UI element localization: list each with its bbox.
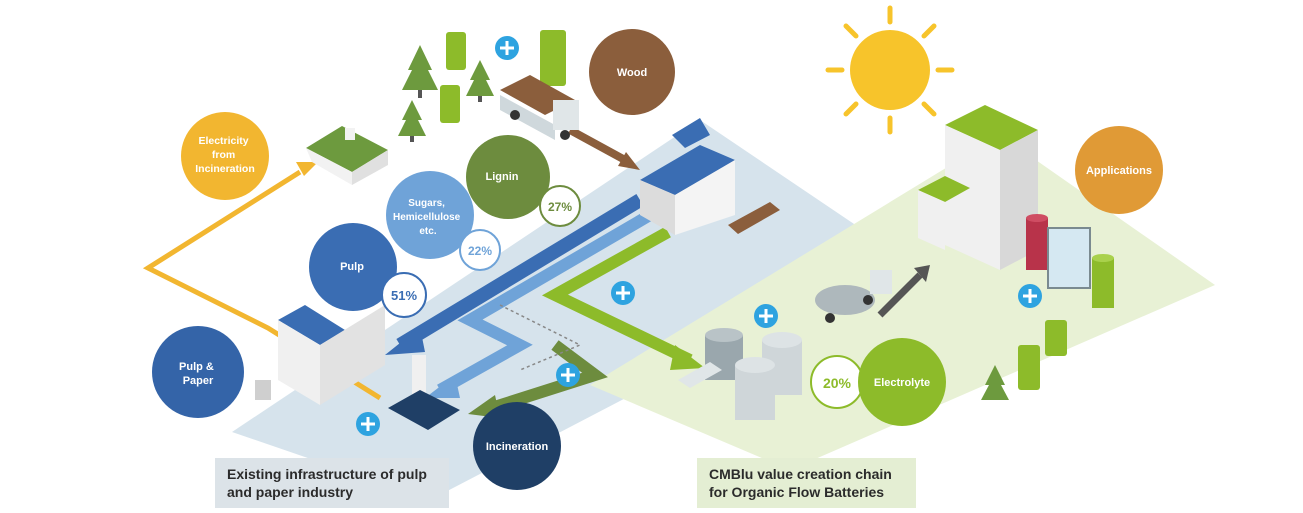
svg-text:Electricity from I: Electricity from Incineration [195, 135, 255, 175]
lignin-flow-arrow [541, 226, 693, 366]
truck-icon [500, 75, 579, 140]
electrolyte-label: Electrolyte [874, 377, 930, 389]
electricity-arrowhead [296, 162, 318, 176]
electricity-label-1: Electricity [198, 135, 248, 147]
pulp-arrowhead [385, 327, 425, 355]
tree-icon [398, 30, 1067, 400]
electricity-label-2: from [212, 149, 235, 161]
applications-node: Applications [1075, 126, 1163, 214]
svg-text:Pulp & Paper: Pulp & Paper [179, 361, 217, 387]
cmblu-caption-line-2: for Organic Flow Batteries [709, 484, 885, 500]
factory-icon [640, 118, 735, 235]
lignin-arrowhead [670, 345, 705, 370]
incineration-label: Incineration [486, 441, 549, 453]
plus-icon [1018, 284, 1042, 308]
plus-icon [495, 36, 519, 60]
pulp-paper-node: Pulp & Paper [152, 326, 244, 418]
electrolyte-percentage: 20% [823, 375, 852, 391]
lignin-label: Lignin [486, 171, 519, 183]
existing-infrastructure-line-2: and paper industry [227, 484, 354, 500]
tanker-truck-icon [815, 270, 892, 323]
lignin-node: Lignin 27% [466, 135, 581, 227]
existing-infrastructure-caption: Existing infrastructure of pulp and pape… [215, 458, 449, 508]
sugars-percentage: 22% [468, 244, 492, 258]
pulp-flow-arrow [396, 194, 644, 351]
existing-infrastructure-line-1: Existing infrastructure of pulp [227, 466, 427, 482]
truck-arrowhead [914, 265, 930, 282]
wood-node: Wood [589, 29, 675, 115]
electrolyte-node: 20% Electrolyte [810, 338, 946, 426]
log-pile-icon [728, 202, 780, 234]
wood-flow-arrow [568, 126, 627, 164]
plus-icon [754, 304, 778, 328]
sugars-arrowhead [425, 375, 460, 398]
cmblu-caption-line-1: CMBlu value creation chain [709, 466, 892, 482]
svg-text:Sugars, Hemicellulose: Sugars, Hemicellulose etc. [393, 198, 463, 237]
sugars-label-3: etc. [419, 226, 436, 237]
sugars-label-2: Hemicellulose [393, 212, 461, 223]
pulp-paper-label-2: Paper [183, 375, 214, 387]
dashed-path [499, 304, 582, 371]
battery-icon [1026, 214, 1114, 308]
electricity-label-3: Incineration [195, 163, 255, 175]
office-building-icon [918, 105, 1038, 270]
sugars-flow-arrow [437, 209, 654, 396]
plus-icon [556, 363, 580, 387]
pulp-paper-label-1: Pulp & [179, 361, 214, 373]
cmblu-caption: CMBlu value creation chain for Organic F… [697, 458, 916, 508]
truck-flow-arrow [877, 272, 923, 318]
wood-arrowhead [618, 152, 640, 170]
sugars-label-1: Sugars, [408, 198, 445, 209]
pulp-mill-icon [255, 305, 460, 430]
pulp-node: Pulp 51% [309, 223, 427, 318]
house-icon [306, 126, 388, 185]
flow-arrows [142, 126, 930, 418]
pulp-percentage: 51% [391, 288, 417, 303]
lignin-percentage: 27% [548, 200, 572, 214]
plus-icon [611, 281, 635, 305]
applications-label: Applications [1086, 165, 1152, 177]
electricity-node: Electricity from Incineration [181, 112, 269, 200]
sun-icon [825, 5, 955, 135]
tank-icon [678, 328, 802, 420]
plus-icon [356, 412, 380, 436]
sugars-node: Sugars, Hemicellulose etc. 22% [386, 171, 501, 271]
incineration-node: Incineration [473, 402, 561, 490]
incineration-flow-arrow [483, 340, 608, 416]
pulp-label: Pulp [340, 261, 364, 273]
wood-label: Wood [617, 67, 647, 79]
